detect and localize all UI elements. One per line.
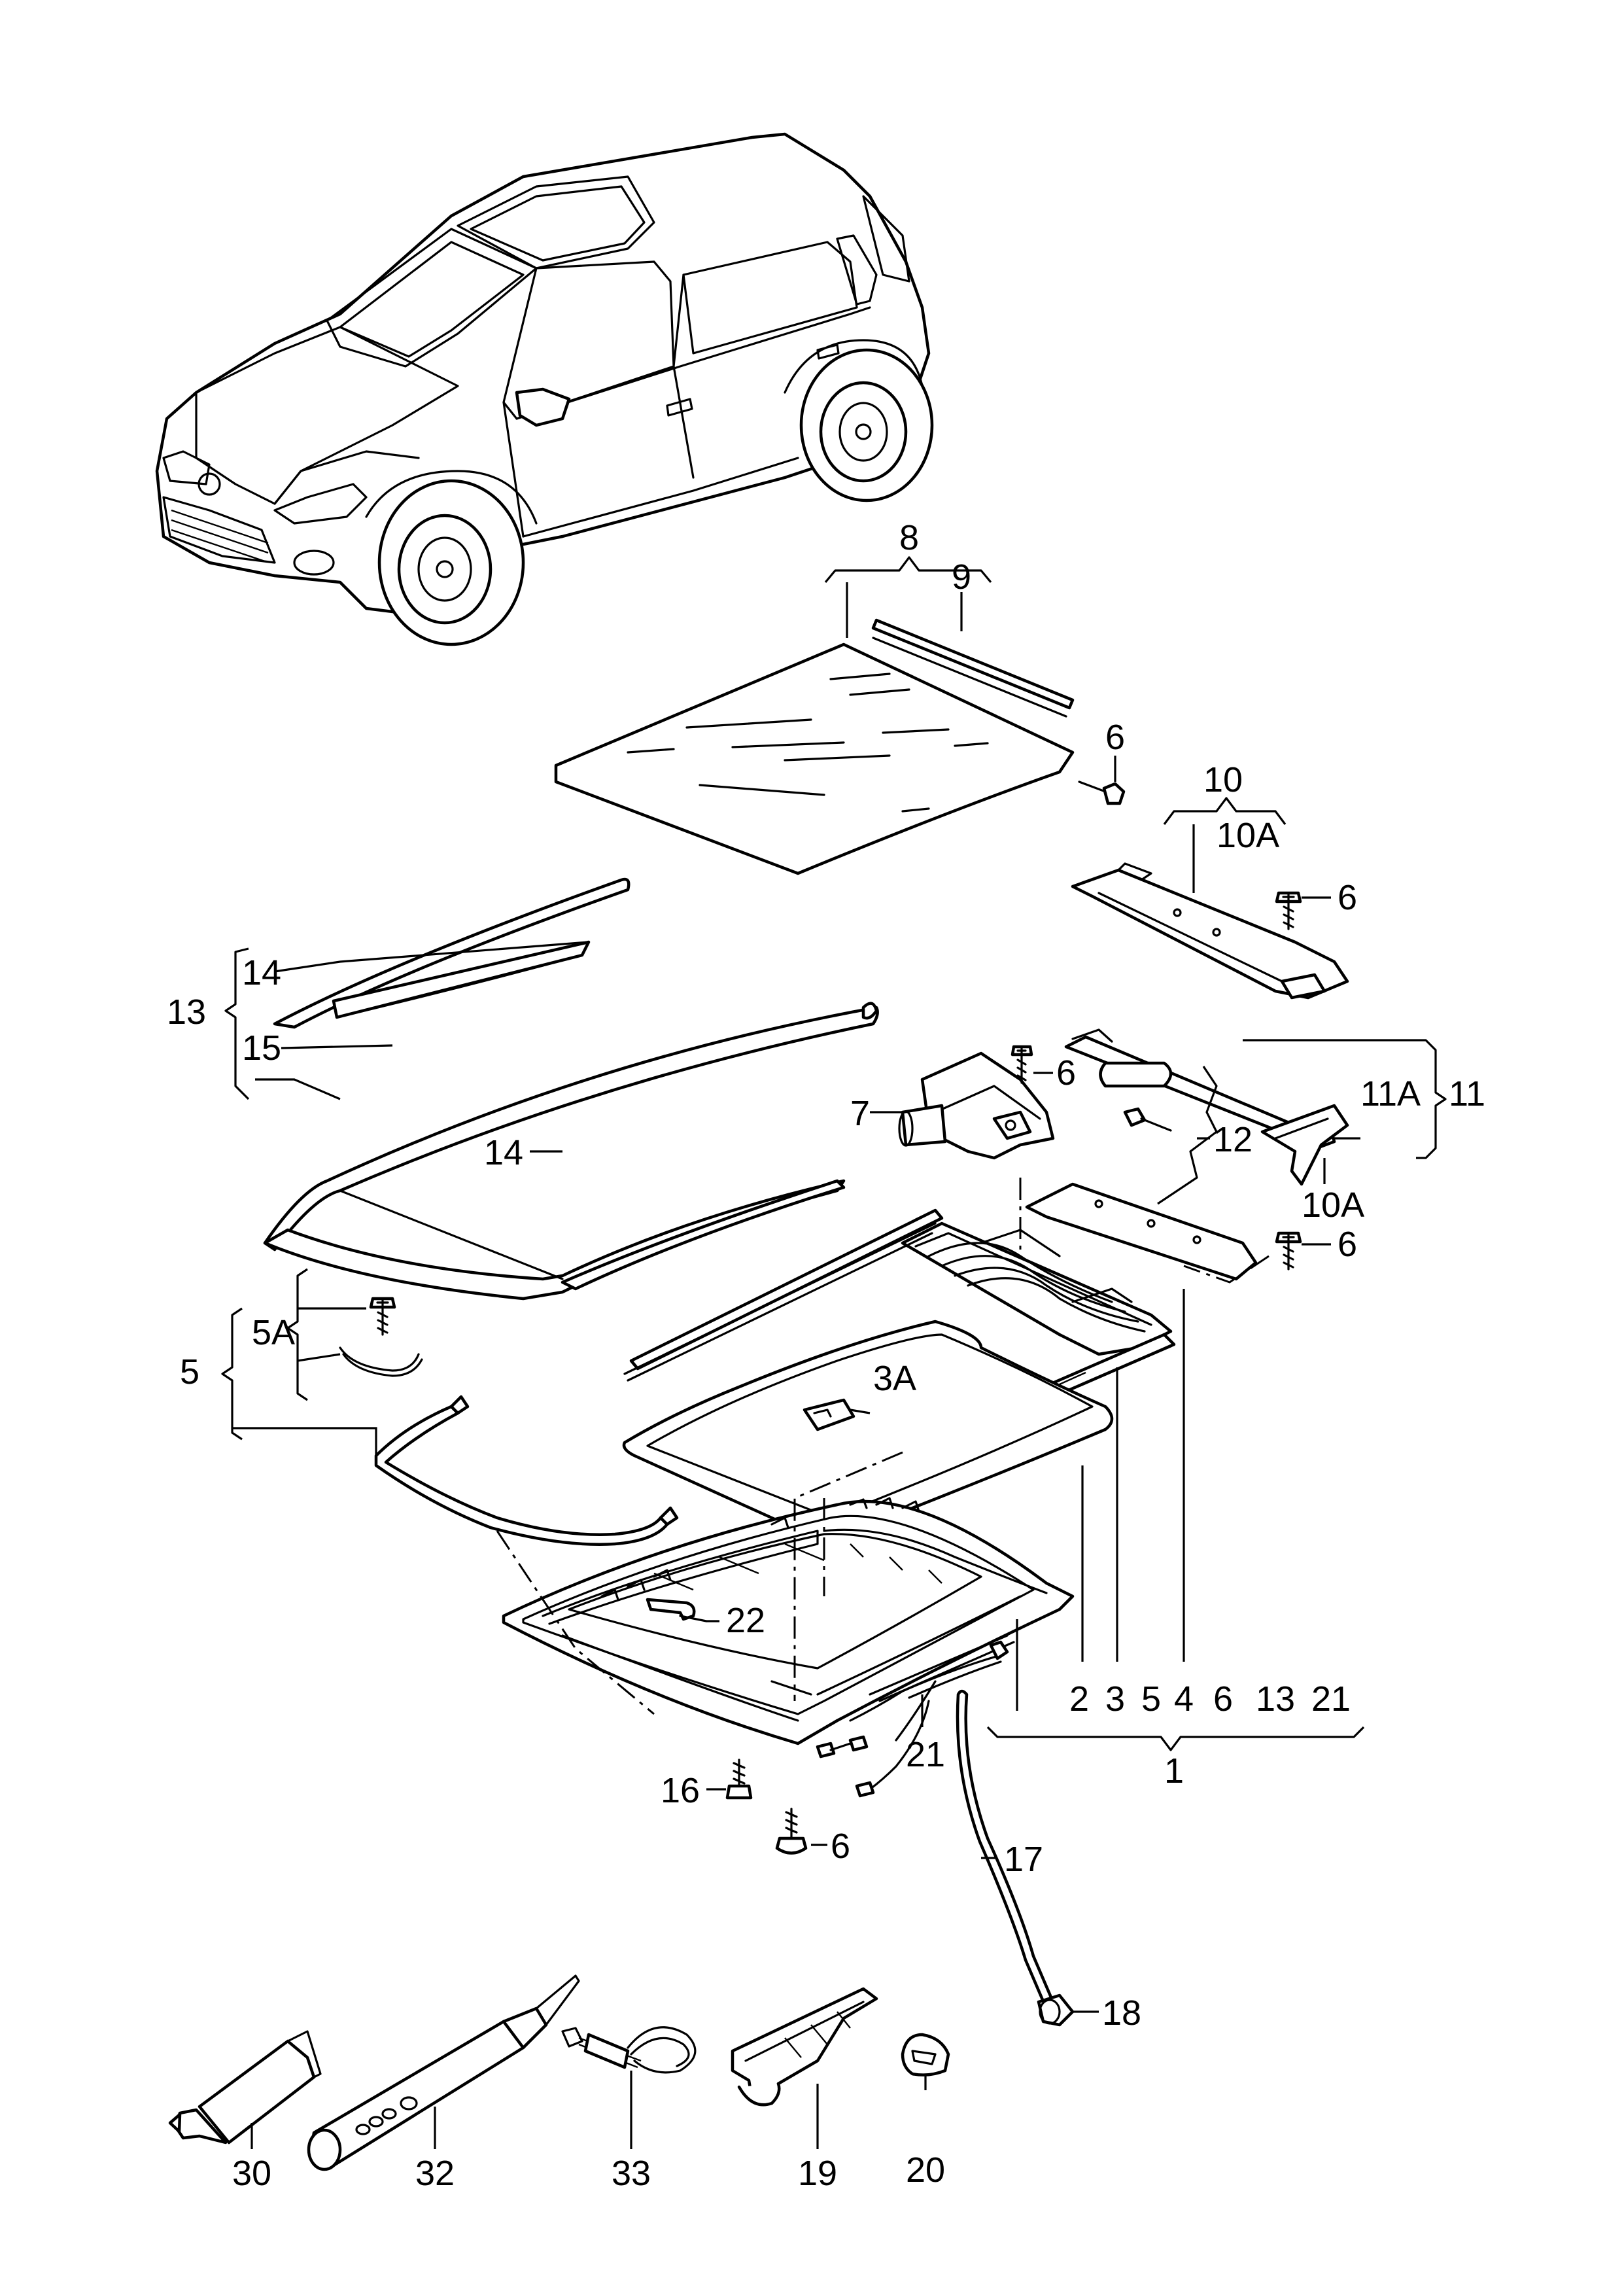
label-1: 1 [1164,1751,1184,1791]
label-10a-bottom: 10A [1302,1185,1364,1225]
bolt-6-bottom [775,1808,808,1855]
screw-6-cross [1275,1231,1302,1270]
clip-19 [731,1987,878,2107]
label-33: 33 [612,2154,651,2193]
bolt-16 [725,1759,753,1800]
label-21: 21 [906,1735,945,1774]
label-16: 16 [661,1771,700,1810]
label-32: 32 [415,2154,455,2193]
drain-hose-17 [956,1689,1055,2008]
clip-3a [803,1398,855,1431]
label-20: 20 [906,2150,945,2190]
label-30: 30 [232,2154,271,2193]
cartridge-32 [307,1974,580,2171]
label-10: 10 [1203,760,1243,799]
grommet-18 [1037,1993,1075,2027]
guide-rail-10 [1071,862,1349,1000]
glass-panel [554,642,1075,875]
glass-seal-strip [871,618,1075,718]
part-12-plug [1099,1061,1173,1132]
label-13: 13 [167,992,206,1032]
label-5a: 5A [252,1313,295,1352]
cable-tie-33 [561,2026,697,2074]
label-6-motor: 6 [1056,1053,1076,1093]
label-4: 4 [1174,1679,1194,1719]
label-17: 17 [1004,1840,1043,1879]
sunroof-motor [898,1051,1055,1160]
label-6-group: 6 [1213,1679,1233,1719]
screw-6-rail [1275,891,1302,930]
label-3: 3 [1105,1679,1125,1719]
label-14-bottom: 14 [484,1133,523,1172]
label-8: 8 [899,518,919,557]
label-22: 22 [726,1601,765,1640]
part-labels: 8 9 6 10 10A 6 14 13 15 6 11A 11 7 14 12… [167,518,1485,2193]
bracket-10a [1260,1104,1349,1186]
leader-lines [221,556,1447,2149]
roof-frame [502,1497,1075,1745]
label-19: 19 [798,2154,837,2193]
label-3a: 3A [873,1359,916,1398]
label-5: 5 [180,1352,199,1392]
side-rail-left [623,1208,944,1382]
label-6-cross: 6 [1338,1225,1357,1264]
label-11a: 11A [1360,1074,1421,1113]
label-15: 15 [242,1028,281,1068]
drain-hose-5 [374,1395,679,1546]
label-6-bottom: 6 [831,1827,850,1866]
screw-6-motor [1011,1045,1033,1084]
label-13-group: 13 [1256,1679,1295,1719]
label-9: 9 [952,557,971,597]
clip-20 [901,2033,950,2076]
label-18: 18 [1102,1993,1141,2033]
roof-seal-frame [263,877,879,1301]
label-10a-top: 10A [1217,816,1279,855]
wiring-harness-21 [816,1640,1009,1798]
label-21-group: 21 [1311,1679,1351,1719]
screw-5a [339,1297,423,1377]
label-5-group: 5 [1141,1679,1161,1719]
label-6-glass: 6 [1105,718,1125,757]
label-14-top: 14 [242,953,281,992]
bracket-22 [646,1598,708,1622]
label-11: 11 [1449,1074,1485,1113]
tube-30 [168,2030,322,2145]
car-illustration [155,132,934,646]
screw-6-glass [1078,780,1126,805]
cross-member [1025,1182,1258,1281]
label-7: 7 [850,1094,870,1133]
label-12: 12 [1213,1120,1253,1159]
label-6-rail: 6 [1338,878,1357,917]
label-2: 2 [1069,1679,1089,1719]
